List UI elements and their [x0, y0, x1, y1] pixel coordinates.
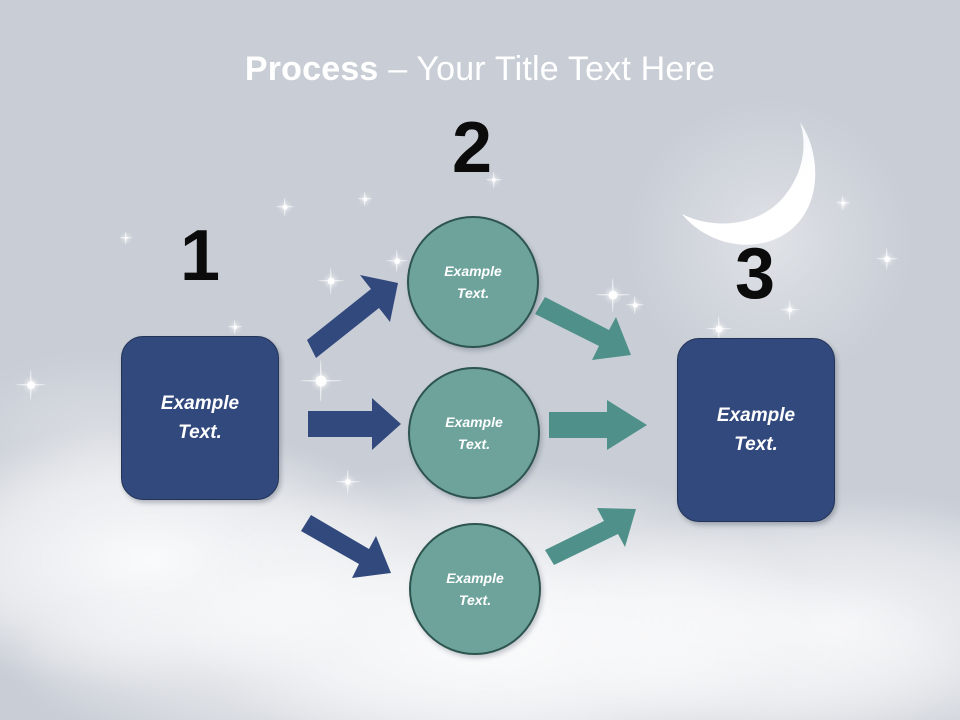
page-title-rest: – Your Title Text Here: [378, 50, 716, 88]
process-box-end[interactable]: Example Text.: [677, 338, 835, 522]
step-number-2: 2: [451, 108, 493, 188]
step-number-3: 3: [734, 234, 776, 314]
process-circle-1[interactable]: Example Text.: [407, 216, 539, 348]
process-circle-2-label: Example Text.: [445, 414, 503, 452]
process-box-start[interactable]: Example Text.: [121, 336, 279, 500]
process-circle-1-label: Example Text.: [444, 263, 502, 301]
process-box-end-label: Example Text.: [716, 405, 796, 455]
process-circle-3-label: Example Text.: [446, 570, 504, 608]
step-number-1: 1: [179, 216, 221, 296]
process-circle-2[interactable]: Example Text.: [408, 367, 540, 499]
page-title: Process – Your Title Text Here: [0, 48, 960, 90]
process-circle-3[interactable]: Example Text.: [409, 523, 541, 655]
process-box-start-label: Example Text.: [160, 393, 240, 443]
page-title-bold: Process: [244, 50, 379, 88]
